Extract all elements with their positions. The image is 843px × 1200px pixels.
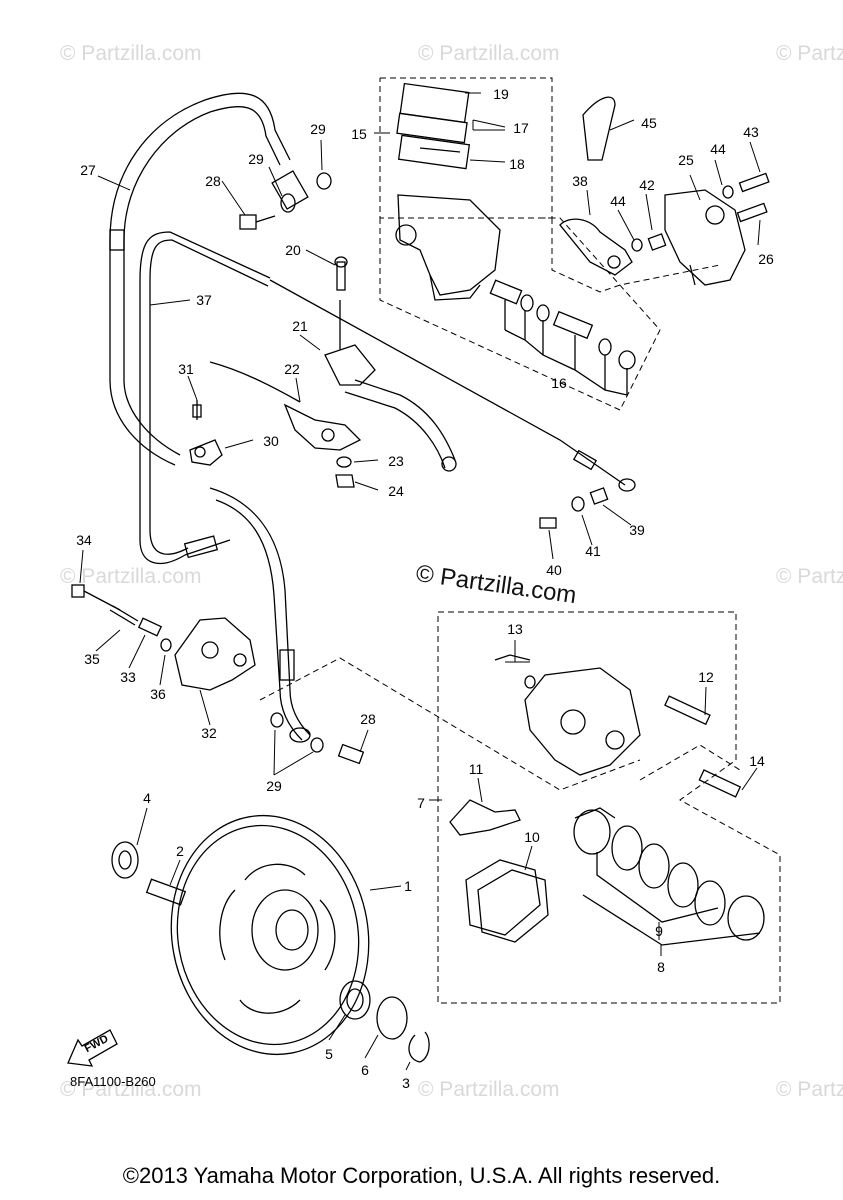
part-label-44: 44	[710, 141, 726, 157]
part-label-20: 20	[285, 242, 301, 258]
part-label-12: 12	[698, 669, 714, 685]
brake-line-37	[139, 231, 271, 564]
part-label-37: 37	[196, 292, 212, 308]
part-label-32: 32	[201, 725, 217, 741]
part-label-1: 1	[404, 878, 412, 894]
lower-banjo-fittings	[270, 712, 365, 765]
part-label-4: 4	[143, 790, 151, 806]
watermark: © Partzilla.com	[418, 1078, 560, 1101]
part-label-8: 8	[657, 959, 665, 975]
part-label-44b: 44	[610, 193, 626, 209]
part-label-9: 9	[655, 923, 663, 939]
diagram-code: 8FA1100-B260	[70, 1074, 156, 1089]
part-label-40: 40	[546, 562, 562, 578]
watermark: © Partzilla.com	[776, 42, 843, 65]
brake-lever-21	[324, 256, 457, 472]
control-cable	[209, 279, 636, 492]
part-label-28b: 28	[360, 711, 376, 727]
fwd-arrow	[67, 1029, 118, 1067]
part-label-17: 17	[513, 120, 529, 136]
part-label-34: 34	[76, 532, 92, 548]
part-label-11: 11	[468, 761, 484, 777]
group-14-box	[639, 744, 741, 781]
watermark: © Partzilla.com	[60, 1078, 202, 1101]
rear-caliper-32	[71, 584, 256, 691]
part-label-33: 33	[120, 669, 136, 685]
part-label-41: 41	[585, 543, 601, 559]
watermark: © Partzilla.com	[418, 42, 560, 65]
upper-banjo-fittings	[239, 170, 332, 230]
part-label-2: 2	[176, 843, 184, 859]
part-label-42: 42	[639, 177, 655, 193]
watermark: © Partzilla.com	[776, 565, 843, 588]
part-label-13: 13	[507, 621, 523, 637]
brake-hose-lower	[209, 487, 311, 743]
part-label-25: 25	[678, 152, 694, 168]
part-label-29b: 29	[310, 121, 326, 137]
part-label-24: 24	[388, 483, 404, 499]
brake-hose-27	[109, 92, 291, 466]
caliper-group-7	[449, 654, 765, 946]
lever-38	[559, 218, 633, 276]
part-label-23: 23	[388, 453, 404, 469]
part-label-30: 30	[263, 433, 279, 449]
part-label-22: 22	[284, 361, 300, 377]
leader-lines	[79, 92, 761, 1071]
watermark: © Partzilla.com	[60, 42, 202, 65]
piston-kit-16	[489, 279, 636, 396]
group-16-box	[379, 217, 661, 411]
part-label-7: 7	[417, 795, 425, 811]
watermark: © Partzilla.com	[776, 1078, 843, 1101]
part-label-6: 6	[361, 1062, 369, 1078]
small-parts-39-41	[539, 487, 609, 529]
part-label-29c: 29	[266, 778, 282, 794]
group-upper-right-box	[551, 218, 721, 293]
part-label-35: 35	[84, 651, 100, 667]
bracket-25	[664, 189, 746, 286]
part-label-29: 29	[248, 151, 264, 167]
part-label-43: 43	[743, 124, 759, 140]
copyright-notice: ©2013 Yamaha Motor Corporation, U.S.A. A…	[122, 1163, 721, 1188]
part-label-26: 26	[758, 251, 774, 267]
group-7-box	[437, 611, 781, 1004]
part-label-3: 3	[402, 1075, 410, 1091]
part-label-14: 14	[749, 753, 765, 769]
group-caliper-link	[259, 657, 641, 791]
pin-parts	[582, 96, 770, 252]
watermark: © Partzilla.com	[60, 565, 202, 588]
misc-rings	[111, 841, 430, 1063]
part-label-45: 45	[641, 115, 657, 131]
master-cylinder	[395, 82, 501, 301]
part-label-38: 38	[572, 173, 588, 189]
clamp-30	[189, 400, 223, 466]
part-label-21: 21	[292, 318, 308, 334]
part-label-19: 19	[493, 86, 509, 102]
part-label-27: 27	[80, 162, 96, 178]
part-label-10: 10	[524, 829, 540, 845]
part-label-18: 18	[509, 156, 525, 172]
part-label-28: 28	[205, 173, 221, 189]
part-label-39: 39	[629, 522, 645, 538]
part-label-5: 5	[325, 1046, 333, 1062]
part-label-16: 16	[551, 375, 567, 391]
part-label-31: 31	[178, 361, 194, 377]
brake-disc-1	[170, 814, 370, 1056]
part-label-15: 15	[351, 126, 367, 142]
lever-bracket-22	[283, 403, 362, 488]
part-label-36: 36	[150, 686, 166, 702]
group-15-box	[379, 77, 553, 219]
